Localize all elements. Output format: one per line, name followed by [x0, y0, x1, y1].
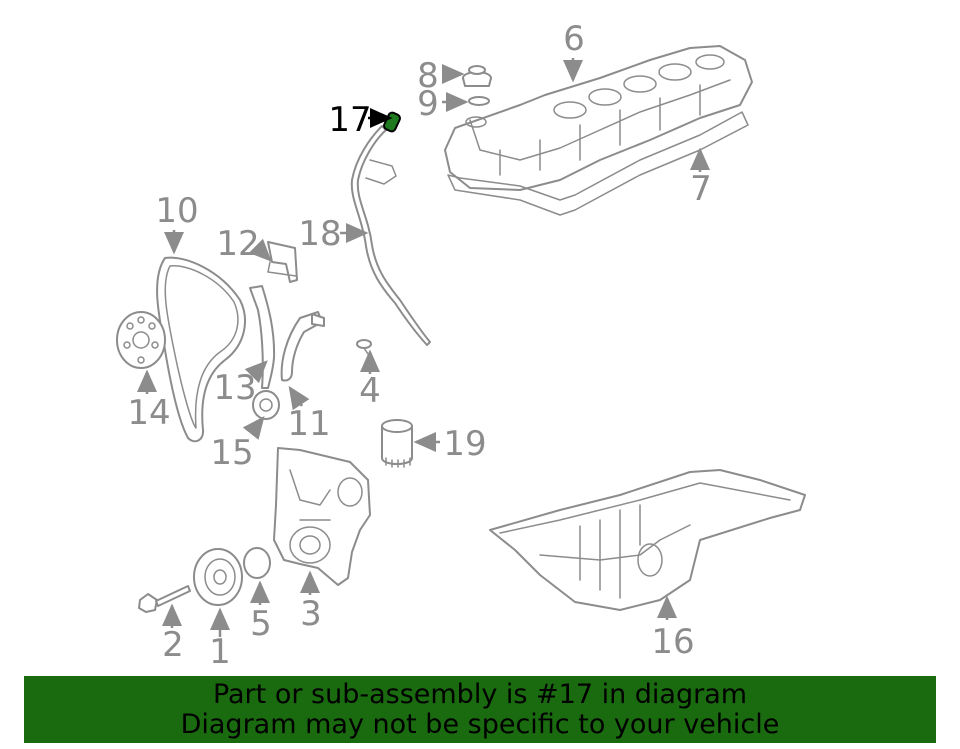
label-part-9: 9 [417, 84, 439, 124]
o-ring-part-9 [468, 96, 490, 106]
label-part-8: 8 [417, 56, 439, 96]
front-cover-part-3 [273, 447, 371, 586]
crank-sprocket-part-15 [252, 390, 280, 420]
seal-part-5 [243, 547, 271, 579]
label-part-10: 10 [155, 191, 198, 231]
banner-line-2: Diagram may not be specific to your vehi… [180, 709, 780, 740]
label-part-14: 14 [127, 393, 170, 433]
label-part-2: 2 [162, 625, 184, 665]
label-part-18: 18 [298, 214, 341, 254]
sprocket-part-14 [116, 311, 166, 369]
timing-chain-part-10 [156, 256, 246, 443]
label-part-15: 15 [210, 433, 253, 473]
arrow-part-11 [288, 385, 310, 411]
label-part-5: 5 [250, 604, 272, 644]
banner-line-1: Part or sub-assembly is #17 in diagram [212, 679, 748, 710]
bracket-part-12 [267, 241, 298, 283]
label-part-1: 1 [209, 632, 231, 672]
label-part-4: 4 [359, 371, 381, 411]
bolt-part-2 [138, 585, 191, 613]
label-part-12: 12 [216, 224, 259, 264]
oil-filler-cap-part-8 [462, 65, 492, 87]
label-part-19: 19 [443, 424, 486, 464]
oil-filter-part-19 [381, 419, 413, 468]
label-part-11: 11 [287, 404, 330, 444]
arrow-part-12 [248, 238, 272, 262]
label-part-13: 13 [213, 368, 256, 408]
chain-tensioner-part-11 [280, 311, 325, 382]
balancer-part-1 [193, 548, 243, 606]
label-part-16: 16 [651, 622, 694, 662]
valve-cover-gasket-part-7 [447, 111, 749, 216]
arrow-part-15 [242, 416, 265, 440]
valve-cover-part-6 [444, 45, 753, 191]
label-part-17: 17 [328, 100, 371, 140]
oil-pan-part-16 [489, 469, 806, 611]
dipstick-seal-part-17 [383, 111, 401, 133]
dipstick-tube-part-18 [350, 125, 431, 346]
label-part-7: 7 [690, 169, 712, 209]
timing-chain-inner [164, 265, 239, 429]
dipstick-tube-bracket [365, 159, 397, 185]
label-part-6: 6 [563, 19, 585, 59]
label-part-3: 3 [300, 594, 322, 634]
arrow-part-13 [244, 360, 268, 384]
info-banner: Part or sub-assembly is #17 in diagram D… [24, 676, 936, 743]
chain-guide-part-13 [249, 285, 276, 389]
